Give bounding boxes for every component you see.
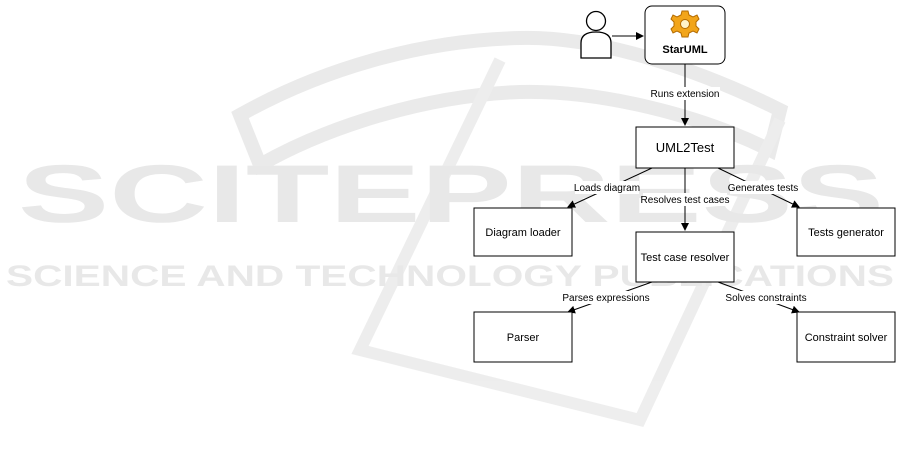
staruml-node: StarUML: [645, 6, 725, 64]
svg-text:Test case resolver: Test case resolver: [641, 252, 730, 264]
diagram-loader-node: Diagram loader: [474, 208, 572, 256]
svg-text:Loads diagram: Loads diagram: [574, 183, 640, 194]
svg-text:Parses expressions: Parses expressions: [562, 293, 649, 304]
svg-text:Runs extension: Runs extension: [651, 89, 720, 100]
svg-text:Tests generator: Tests generator: [808, 227, 884, 239]
parser-node: Parser: [474, 312, 572, 362]
test-case-resolver-node: Test case resolver: [636, 232, 734, 282]
edge-label-generates-tests: Generates tests: [728, 181, 799, 194]
constraint-solver-node: Constraint solver: [797, 312, 895, 362]
edge-label-loads-diagram: Loads diagram: [574, 181, 640, 194]
svg-text:Diagram loader: Diagram loader: [485, 227, 561, 239]
svg-text:Parser: Parser: [507, 332, 540, 344]
edge-label-resolves-test-cases: Resolves test cases: [641, 193, 730, 206]
svg-text:Generates tests: Generates tests: [728, 183, 799, 194]
tests-generator-node: Tests generator: [797, 208, 895, 256]
watermark: SCITEPRESS SCIENCE AND TECHNOLOGY PUBLIC…: [6, 38, 894, 420]
watermark-line1: SCITEPRESS: [18, 149, 884, 240]
staruml-label: StarUML: [662, 44, 708, 56]
edge-label-runs-extension: Runs extension: [650, 87, 720, 100]
watermark-line2: SCIENCE AND TECHNOLOGY PUBLICATIONS: [6, 260, 894, 293]
svg-text:Resolves test cases: Resolves test cases: [641, 195, 730, 206]
edge-label-parses-expressions: Parses expressions: [562, 291, 649, 304]
svg-text:Constraint solver: Constraint solver: [805, 332, 888, 344]
user-icon: [581, 12, 611, 59]
svg-text:UML2Test: UML2Test: [656, 140, 715, 155]
uml2test-node: UML2Test: [636, 127, 734, 168]
edge-label-solves-constraints: Solves constraints: [725, 291, 806, 304]
svg-text:Solves constraints: Solves constraints: [725, 293, 806, 304]
